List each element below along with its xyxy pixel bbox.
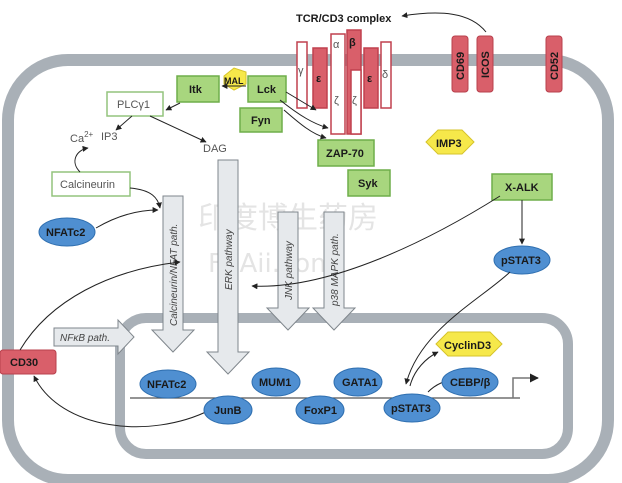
alpha-chain [330,33,346,135]
svg-text:NFκB path.: NFκB path. [60,333,110,344]
svg-text:CD52: CD52 [549,52,561,80]
epsilon2-label: ε [367,73,373,85]
epsilon-chain-1 [312,47,328,109]
svg-text:MUM1: MUM1 [259,377,291,389]
nfkb-pathway-arrow: NFκB path. [53,318,135,356]
mal-node: MAL [223,67,247,91]
dag-label: DAG [203,143,227,155]
svg-text:Fyn: Fyn [251,115,271,127]
alpha-label: α [333,39,340,51]
cd30-node: CD30 [0,349,57,375]
svg-text:pSTAT3: pSTAT3 [391,403,431,415]
cyclind3-node: CyclinD3 [435,331,503,357]
svg-text:FoxP1: FoxP1 [304,405,337,417]
svg-text:ICOS: ICOS [480,51,492,78]
zeta1-label: ζ [334,95,339,107]
nfatc2-cyto-node: NFATc2 [38,217,96,247]
svg-text:Calcineurin/NFAT path.: Calcineurin/NFAT path. [169,224,180,326]
signal-arrows [19,83,525,428]
fyn-node: Fyn [239,107,283,133]
calcineurin-node: Calcineurin [51,171,131,197]
svg-text:ZAP-70: ZAP-70 [326,148,364,160]
svg-text:CD30: CD30 [10,357,38,369]
svg-text:Syk: Syk [358,178,378,190]
svg-text:CD69: CD69 [455,52,467,80]
delta-chain [380,41,392,109]
mum1-node: MUM1 [251,367,301,397]
zap70-node: ZAP-70 [317,139,375,167]
calcineurin-pathway-arrow: Calcineurin/NFAT path. [150,195,196,353]
gamma-chain [296,41,308,109]
svg-text:p38 MAPK path.: p38 MAPK path. [330,233,341,307]
svg-text:JunB: JunB [214,405,242,417]
gata1-node: GATA1 [333,367,383,397]
beta-label: β [349,37,356,49]
zeta2-label: ζ [352,95,357,107]
cell-membrane [2,54,614,483]
lck-node: Lck [247,75,287,103]
pstat3-cyto-node: pSTAT3 [493,245,551,275]
delta-label: δ [382,69,388,81]
svg-text:Lck: Lck [257,84,277,96]
p38-pathway-arrow: p38 MAPK path. [311,211,357,331]
plcg1-node: PLCγ1 [106,91,164,117]
ip3-label: IP3 [101,131,118,143]
svg-text:MAL: MAL [224,76,244,86]
svg-text:PLCγ1: PLCγ1 [117,99,150,111]
imp3-node: IMP3 [425,129,475,155]
junb-node: JunB [203,395,253,425]
svg-text:ERK pathway: ERK pathway [224,228,235,290]
svg-text:Calcineurin: Calcineurin [60,179,115,191]
pstat3-nucleus-node: pSTAT3 [383,393,441,423]
svg-text:IMP3: IMP3 [436,138,462,150]
svg-text:pSTAT3: pSTAT3 [501,255,541,267]
jnk-pathway-arrow: JNK pathway [265,211,311,331]
itk-node: Itk [176,75,220,103]
cd69-receptor: CD69 [451,35,469,93]
svg-text:CyclinD3: CyclinD3 [444,340,491,352]
xalk-node: X-ALK [491,173,553,201]
icos-receptor: ICOS [476,35,494,93]
calcium-label: Ca2+ [70,130,94,145]
complex-title: TCR/CD3 complex [296,13,392,25]
tcr-cd3-receptors: γ ε α ζ β ζ ε δ [296,29,392,135]
nfatc2-nucleus-node: NFATc2 [139,369,197,399]
svg-text:Itk: Itk [189,84,203,96]
gamma-label: γ [298,65,304,77]
epsilon1-label: ε [316,73,322,85]
cd52-receptor: CD52 [545,35,563,93]
cebp-node: CEBP/β [441,367,499,397]
foxp1-node: FoxP1 [295,395,345,425]
svg-text:NFATc2: NFATc2 [46,227,85,239]
svg-text:NFATc2: NFATc2 [147,379,186,391]
svg-text:CEBP/β: CEBP/β [450,377,491,389]
transcription-start-arrow [512,373,539,398]
epsilon-chain-2 [363,47,379,109]
erk-pathway-arrow: ERK pathway [205,159,251,375]
svg-text:GATA1: GATA1 [342,377,378,389]
svg-text:X-ALK: X-ALK [505,182,539,194]
svg-text:JNK pathway: JNK pathway [284,240,295,301]
zeta-chain-2 [350,69,362,135]
syk-node: Syk [347,169,391,197]
